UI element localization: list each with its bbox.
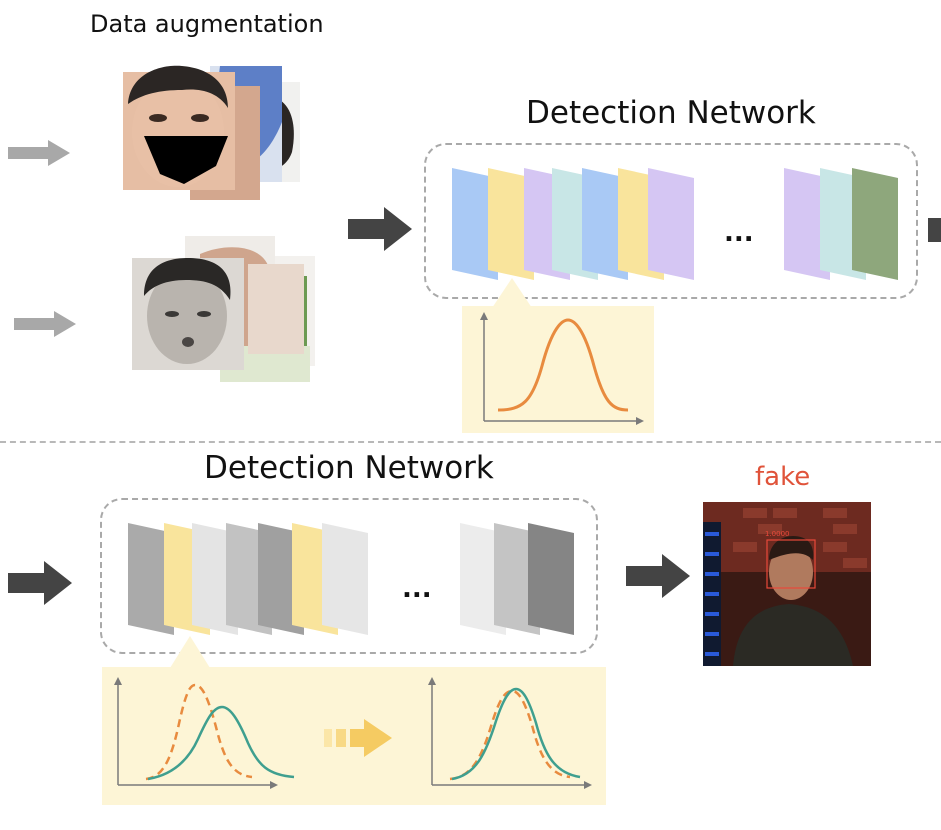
bottom-ellipsis: ... xyxy=(402,574,432,604)
gaussian-curve xyxy=(497,318,629,412)
input-arrow-bottom-icon xyxy=(14,311,76,337)
feature-map xyxy=(128,523,174,635)
feature-map xyxy=(648,168,694,280)
feature-map xyxy=(452,168,498,280)
section-divider xyxy=(0,441,941,443)
arrow-to-network-icon xyxy=(348,207,412,251)
feature-map xyxy=(582,168,628,280)
top-distribution-plot xyxy=(480,312,644,425)
augmented-faces-top xyxy=(123,65,300,200)
input-arrow-top-icon xyxy=(8,140,70,166)
aligned-source-curve xyxy=(449,689,571,781)
result-video-frame: 1.0000 xyxy=(703,502,871,666)
fake-label: fake xyxy=(755,462,811,492)
feature-map xyxy=(488,168,534,280)
bottom-network-title: Detection Network xyxy=(204,450,494,486)
target-curve xyxy=(147,705,295,781)
feature-map xyxy=(852,168,898,280)
feature-map xyxy=(784,168,830,280)
feature-map xyxy=(322,523,368,635)
top-network-box xyxy=(424,143,918,299)
augmentation-title: Data augmentation xyxy=(90,10,324,38)
arrow-input-bottom-icon xyxy=(8,561,72,605)
bottom-network-box xyxy=(100,498,598,654)
detection-score: 1.0000 xyxy=(765,530,790,538)
arrow-top-output-icon xyxy=(928,218,941,242)
top-ellipsis: ... xyxy=(724,218,754,248)
top-network-title: Detection Network xyxy=(526,95,816,131)
aligned-target-curve xyxy=(451,687,581,781)
bottom-distribution-plots xyxy=(114,677,592,789)
feature-map xyxy=(528,523,574,635)
top-panel-pointer xyxy=(492,278,532,308)
top-feature-maps xyxy=(452,168,898,280)
bottom-panel-pointer xyxy=(170,636,210,668)
bottom-feature-maps xyxy=(128,523,574,635)
source-curve xyxy=(145,683,253,781)
augmented-faces-bottom xyxy=(132,236,315,382)
detection-box xyxy=(766,539,816,589)
arrow-to-result-icon xyxy=(626,554,690,598)
